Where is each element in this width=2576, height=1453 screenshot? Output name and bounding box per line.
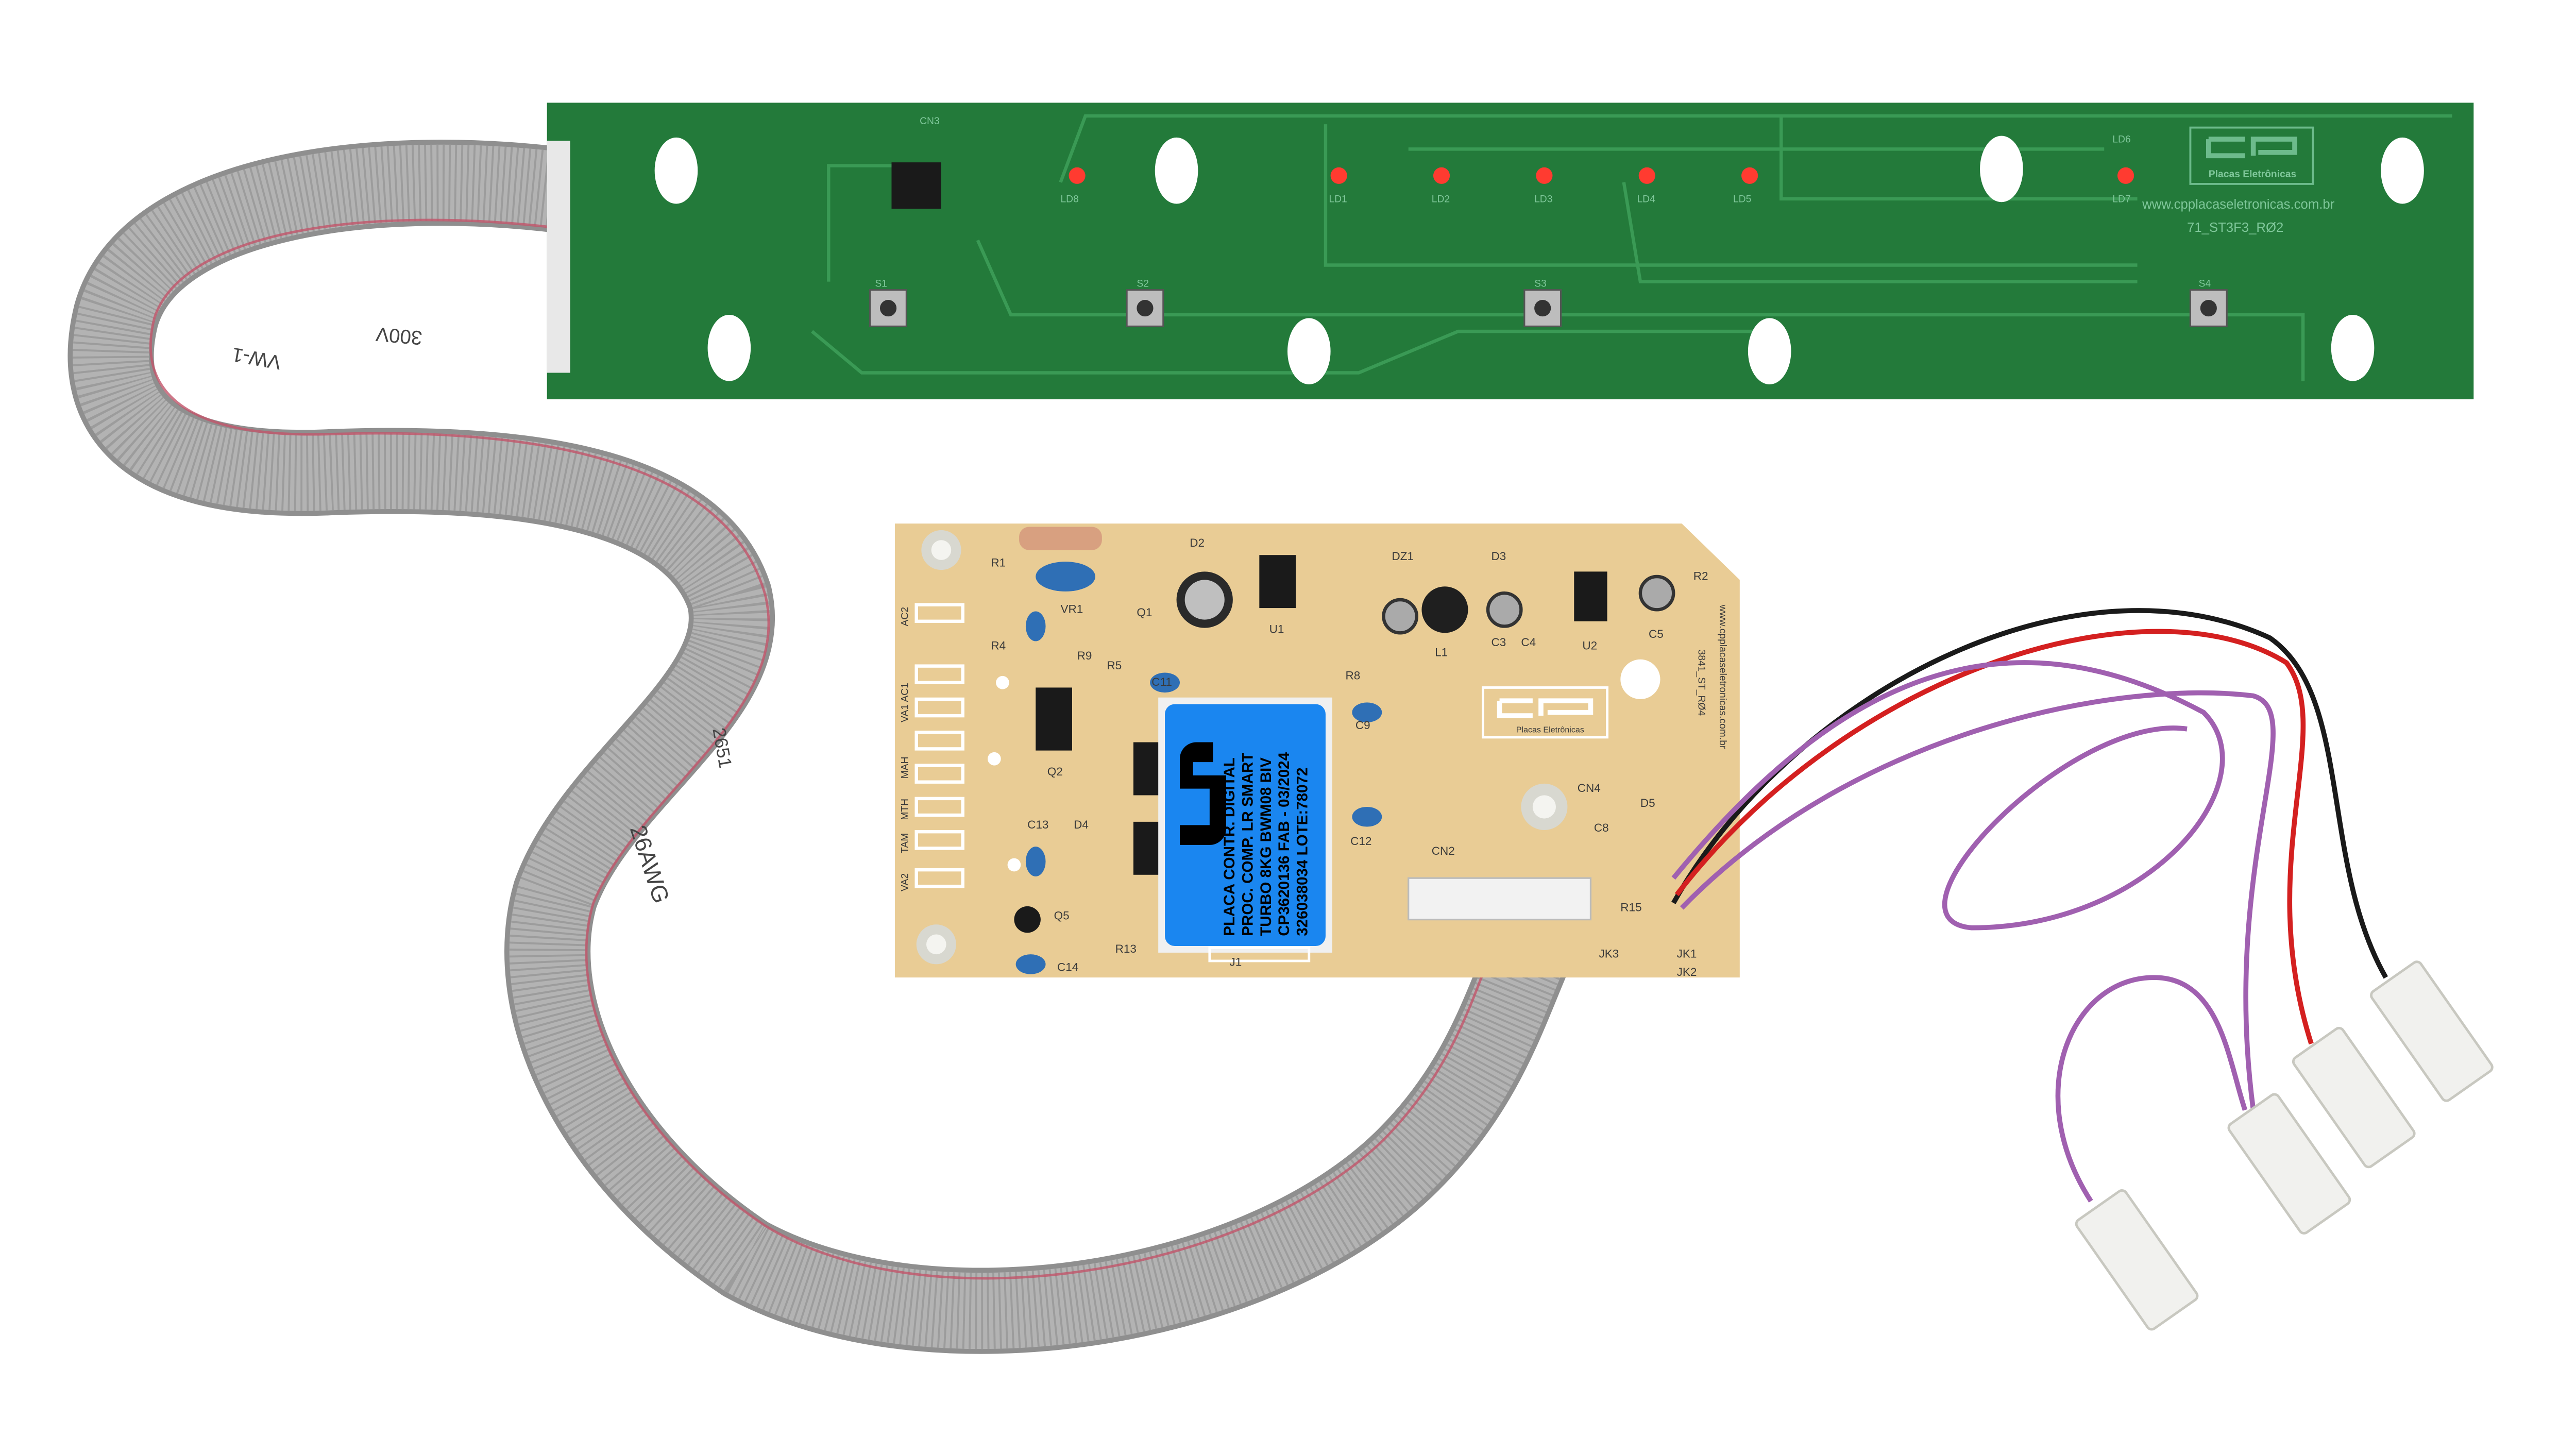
regulator-u1 (1259, 555, 1296, 609)
label-line-1: PLACA CONTR. DIGITAL (1221, 757, 1238, 936)
silk-ac2: AC2 (900, 607, 911, 627)
label-line-4: CP3620136 FAB - 03/2024 (1276, 752, 1293, 936)
switch-label-s4: S4 (2199, 278, 2211, 289)
silk-r13: R13 (1115, 942, 1137, 955)
regulator-u2 (1574, 571, 1607, 621)
led-label-ld3: LD3 (1534, 194, 1552, 205)
silk-j1: J1 (1229, 956, 1242, 969)
switch-label-s3: S3 (1534, 278, 1547, 289)
silk-r9: R9 (1077, 649, 1092, 662)
led-row (1069, 167, 2134, 184)
silk-q2: Q2 (1047, 765, 1063, 778)
silk-d5: D5 (1640, 797, 1655, 809)
label-line-3: TURBO 8KG BWM08 BIV (1258, 757, 1275, 936)
silk-r8: R8 (1346, 669, 1361, 682)
label-line-2: PROC. COMP. LR SMART (1239, 753, 1256, 936)
cp-logo: Placas Eletrônicas (2189, 126, 2314, 185)
silk-r4: R4 (991, 639, 1006, 652)
silk-c11: C11 (1151, 675, 1172, 688)
silk-tam: TAM (900, 833, 911, 853)
wire-harness (1671, 608, 2388, 1203)
switch-label-s1: S1 (875, 278, 887, 289)
cp-label-logo (1179, 742, 1227, 845)
silk-r15: R15 (1620, 901, 1641, 914)
silk-c3: C3 (1491, 636, 1506, 649)
silk-c9: C9 (1355, 719, 1370, 732)
beige-website-text: www.cpplacaseletronicas.com.br (1717, 604, 1728, 749)
logo-text-beige: Placas Eletrônicas (1516, 725, 1584, 734)
silk-q5: Q5 (1054, 909, 1070, 922)
ribbon-cable: 26AWG 2651 VW-1 300V (67, 140, 1580, 1354)
side-connectors (914, 603, 964, 888)
silk-cn4: CN4 (1578, 782, 1601, 795)
connector-label: CN3 (920, 116, 940, 127)
silk-c8: C8 (1594, 821, 1609, 834)
logo-text: Placas Eletrônicas (2209, 169, 2296, 180)
silk-d4: D4 (1074, 818, 1089, 831)
silk-va1-ac1: VA1 AC1 (900, 683, 911, 722)
resistor-r1 (1019, 527, 1102, 550)
silk-cn2: CN2 (1432, 844, 1455, 857)
silk-jk1: JK1 (1677, 948, 1697, 960)
revision-text: 71_ST3F3_RØ2 (2187, 221, 2283, 235)
led-label-ld4: LD4 (1637, 194, 1655, 205)
control-board: PLACA CONTR. DIGITAL PROC. COMP. LR SMAR… (894, 523, 1740, 978)
silk-c5: C5 (1649, 628, 1664, 640)
led-label-ld7: LD7 (2112, 194, 2130, 205)
silk-r1: R1 (991, 556, 1006, 569)
led-label-ld5: LD5 (1733, 194, 1751, 205)
inductor-l1 (1421, 586, 1468, 633)
silk-q1: Q1 (1137, 606, 1152, 619)
silk-mth: MTH (900, 799, 911, 820)
silk-c12: C12 (1350, 835, 1371, 848)
silk-jk3: JK3 (1599, 948, 1619, 960)
silk-r5: R5 (1107, 659, 1122, 672)
display-board: LD8 LD1 LD2 LD3 LD4 LD5 LD6 LD7 S1 S2 S3… (547, 103, 2474, 399)
led-label-ld6: LD6 (2112, 134, 2130, 145)
switch-label-s2: S2 (1137, 278, 1149, 289)
silk-c4: C4 (1521, 636, 1536, 649)
website-text: www.cpplacaseletronicas.com.br (2142, 197, 2335, 212)
silk-d3: D3 (1491, 550, 1506, 563)
led-label-ld1: LD1 (1329, 194, 1347, 205)
cp-logo-beige: Placas Eletrônicas (1482, 686, 1608, 739)
silk-l1: L1 (1435, 646, 1448, 658)
ribbon-marking-300v: 300V (375, 323, 423, 349)
silk-jk2: JK2 (1677, 966, 1697, 978)
silk-vr1: VR1 (1060, 603, 1083, 616)
varistor-vr1 (1036, 562, 1095, 592)
beige-revision-text: 3841_ST_RØ4 (1696, 649, 1706, 716)
silk-c14: C14 (1057, 960, 1078, 973)
led-label-ld8: LD8 (1060, 194, 1078, 205)
label-line-5: 326038034 LOTE:78072 (1294, 768, 1311, 936)
led-label-ld2: LD2 (1432, 194, 1450, 205)
silk-mah: MAH (900, 756, 911, 779)
terminal-connectors (2075, 960, 2494, 1331)
tactile-switches (869, 289, 2228, 328)
transistor-q2 (1036, 687, 1072, 751)
silk-va2: VA2 (900, 873, 911, 891)
silk-r2: R2 (1693, 569, 1708, 582)
silk-u1: U1 (1269, 622, 1284, 635)
microcontroller-chip (891, 162, 941, 209)
silk-dz1: DZ1 (1392, 550, 1414, 563)
silk-c13: C13 (1027, 818, 1048, 831)
connector-cn2 (1408, 877, 1592, 921)
product-label: PLACA CONTR. DIGITAL PROC. COMP. LR SMAR… (1158, 697, 1332, 953)
silk-d2: D2 (1190, 536, 1205, 549)
silk-u2: U2 (1582, 639, 1597, 652)
